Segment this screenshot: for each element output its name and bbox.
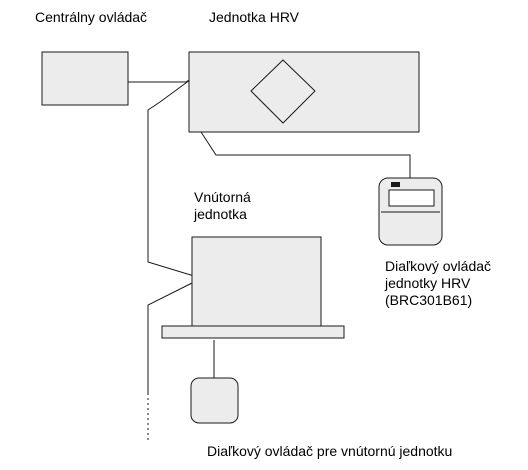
indoor-unit-label-line1: Vnútorná	[194, 189, 251, 205]
hrv-remote-label-line3: (BRC301B61)	[385, 292, 473, 308]
central-controller-label: Centrálny ovládač	[35, 9, 148, 25]
heat-exchanger-symbol	[250, 59, 316, 124]
hrv-remote-indicator	[391, 182, 400, 187]
central-to-hrv-wire	[128, 76, 195, 83]
indoor-unit-label: Vnútorná jednotka	[194, 189, 251, 223]
hrv-remote-display	[388, 189, 435, 207]
central-controller-box	[41, 51, 129, 106]
indoor-remote-box	[190, 377, 239, 424]
hrv-remote-label: Diaľkový ovládač jednotky HRV (BRC301B61…	[385, 258, 491, 309]
indoor-unit-label-line2: jednotka	[194, 206, 247, 222]
indoor-remote-label: Diaľkový ovládač pre vnútornú jednotku	[207, 443, 453, 459]
hrv-unit-label: Jednotka HRV	[209, 9, 300, 25]
bus-wire-indoor	[147, 282, 193, 395]
hrv-to-remote-wire	[200, 131, 411, 178]
indoor-unit-box	[191, 236, 322, 327]
indoor-unit-panel	[161, 325, 345, 339]
hrv-remote-label-line2: jednotky HRV	[385, 275, 471, 291]
hrv-remote-label-line1: Diaľkový ovládač	[385, 258, 492, 274]
hrv-unit-box	[188, 51, 420, 133]
bus-wire-hrv	[147, 76, 195, 277]
